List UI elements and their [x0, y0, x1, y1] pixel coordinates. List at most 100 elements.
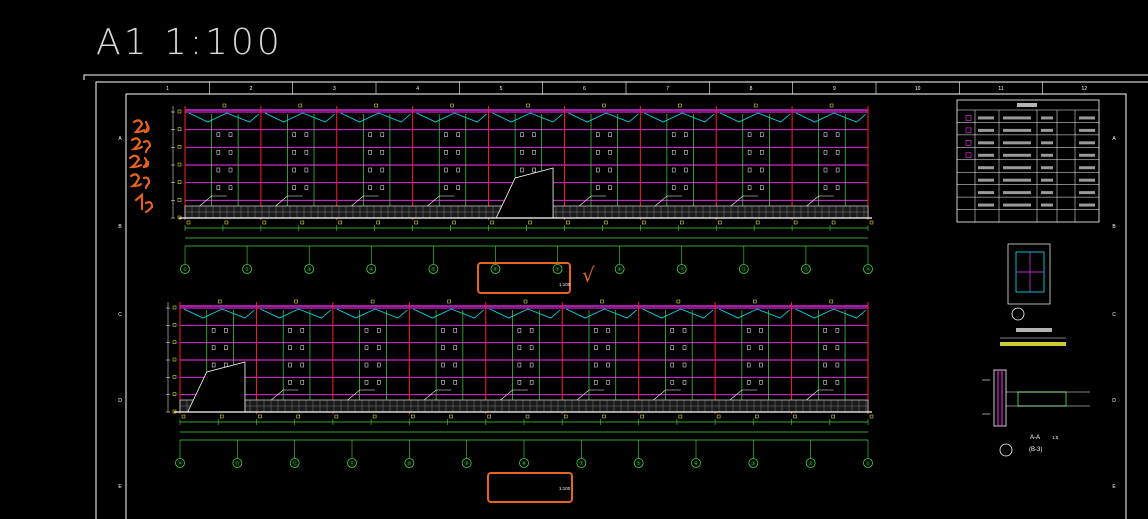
tag-mark: [298, 103, 303, 108]
table-cell-text: [978, 166, 994, 170]
window-mark: [608, 150, 612, 155]
table-symbol: [965, 152, 972, 159]
table-cell-text: [1079, 203, 1095, 207]
window-mark: [596, 185, 600, 190]
dimension-tag: [525, 414, 530, 419]
window-mark: [746, 345, 751, 350]
table-cell-text: [1003, 141, 1031, 145]
dimension-tag: [414, 220, 418, 225]
table-cell-text: [1003, 128, 1031, 132]
table-cell-text: [978, 191, 994, 195]
window-mark: [441, 328, 445, 333]
dimension-tag: [490, 220, 494, 225]
section-bubble: [999, 443, 1013, 457]
dimension-tag: [793, 220, 798, 225]
window-mark: [529, 345, 534, 350]
window-mark: [823, 345, 827, 350]
window-mark: [684, 150, 688, 155]
window-detail-drawing: [1000, 243, 1066, 346]
window-mark: [224, 328, 228, 333]
window-mark: [759, 167, 764, 173]
detail-note: [1000, 342, 1066, 346]
dimension-tag: [793, 414, 797, 419]
window-mark: [759, 380, 763, 385]
axis-bubble: [748, 458, 759, 468]
table-cell-text: [1079, 153, 1095, 157]
window-mark: [759, 328, 763, 333]
window-mark: [606, 362, 610, 368]
window-mark: [684, 167, 688, 173]
window-mark: [747, 150, 752, 155]
window-mark: [520, 167, 524, 173]
window-mark: [380, 167, 385, 173]
window-mark: [288, 380, 292, 385]
window-mark: [300, 328, 305, 333]
window-mark: [823, 150, 828, 155]
roof-truss: [795, 112, 867, 123]
window-mark: [368, 132, 372, 137]
window-mark: [228, 132, 233, 137]
table-cell-text: [1003, 153, 1031, 157]
table-cell-text: [1041, 141, 1053, 145]
axis-bubble: [519, 458, 529, 468]
axis-label: ①: [866, 461, 871, 467]
table-cell-text: [1003, 191, 1031, 195]
detail-outline: [1007, 243, 1051, 305]
window-mark: [671, 132, 676, 137]
axis-label: ⑬: [235, 460, 240, 467]
grid-letter-left: A: [118, 136, 122, 142]
window-mark: [292, 167, 297, 173]
window-mark: [288, 328, 292, 333]
roof-truss: [718, 308, 790, 319]
elevation-top-scale: 1:100: [559, 282, 571, 287]
axis-label: ⑦: [579, 461, 584, 467]
tag-mark: [753, 103, 758, 108]
table-cell-text: [978, 116, 994, 120]
door-opening: [187, 361, 246, 413]
window-mark: [368, 150, 372, 155]
window-mark: [216, 150, 221, 155]
tag-mark: [523, 299, 528, 304]
axis-label: ⑧: [522, 461, 527, 467]
dimension-tag: [186, 220, 191, 225]
table-cell-text: [978, 178, 994, 182]
window-mark: [228, 167, 233, 173]
window-mark: [670, 362, 675, 368]
window-mark: [304, 132, 309, 137]
window-mark: [441, 380, 445, 385]
window-mark: [759, 132, 764, 137]
grid-number: 9: [833, 86, 836, 92]
axis-label: ⑤: [636, 461, 640, 467]
tag-mark: [222, 103, 227, 108]
window-mark: [682, 328, 687, 333]
window-mark: [304, 167, 309, 173]
window-mark: [835, 380, 840, 385]
window-mark: [456, 150, 460, 155]
window-mark: [671, 185, 676, 190]
window-mark: [594, 328, 598, 333]
window-mark: [747, 185, 752, 190]
table-cell-text: [1079, 191, 1095, 195]
highlight-box-top: [477, 262, 571, 294]
dimension-tag: [262, 220, 267, 225]
window-mark: [211, 345, 216, 350]
window-mark: [670, 345, 675, 350]
window-mark: [596, 150, 600, 155]
axis-label: ①: [183, 267, 188, 273]
window-mark: [228, 150, 233, 155]
level-tag: [177, 180, 182, 184]
tag-mark: [600, 299, 604, 304]
axis-label: ④: [369, 267, 374, 273]
dimension-tag: [181, 414, 186, 419]
window-mark: [747, 167, 752, 173]
tag-mark: [374, 103, 378, 108]
tag-mark: [370, 299, 375, 304]
window-mark: [288, 345, 292, 350]
table-cell-text: [1041, 116, 1053, 120]
door-window-schedule-table: [956, 99, 1100, 223]
table-border: [956, 99, 1100, 223]
dimension-tag: [563, 414, 568, 419]
